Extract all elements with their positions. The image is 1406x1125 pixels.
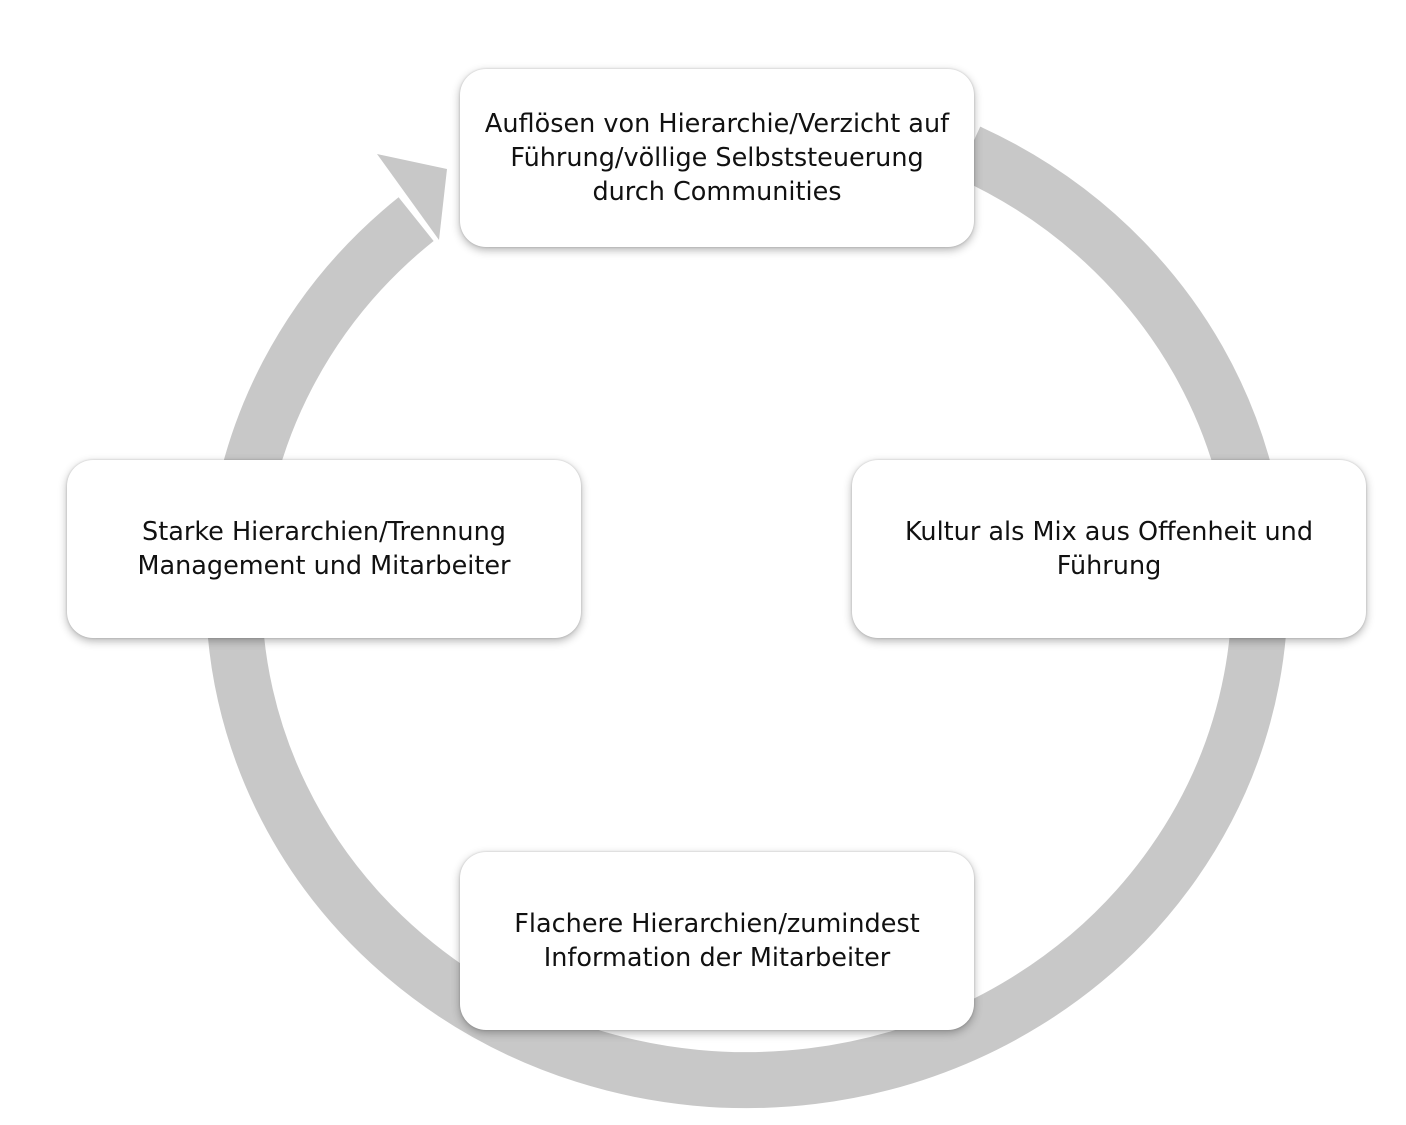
node-right: Kultur als Mix aus Offenheit und Führung (852, 460, 1366, 638)
node-top: Auflösen von Hierarchie/Verzicht auf Füh… (460, 69, 974, 247)
cycle-arrowhead-icon (377, 154, 447, 240)
node-right-label: Kultur als Mix aus Offenheit und Führung (904, 517, 1314, 581)
node-bottom: Flachere Hierarchien/zumindest Informati… (460, 852, 974, 1030)
node-top-label: Auflösen von Hierarchie/Verzicht auf Füh… (484, 109, 950, 207)
node-left-label: Starke Hierarchien/Trennung Management u… (137, 517, 511, 581)
node-left: Starke Hierarchien/Trennung Management u… (67, 460, 581, 638)
node-bottom-label: Flachere Hierarchien/zumindest Informati… (514, 909, 920, 973)
